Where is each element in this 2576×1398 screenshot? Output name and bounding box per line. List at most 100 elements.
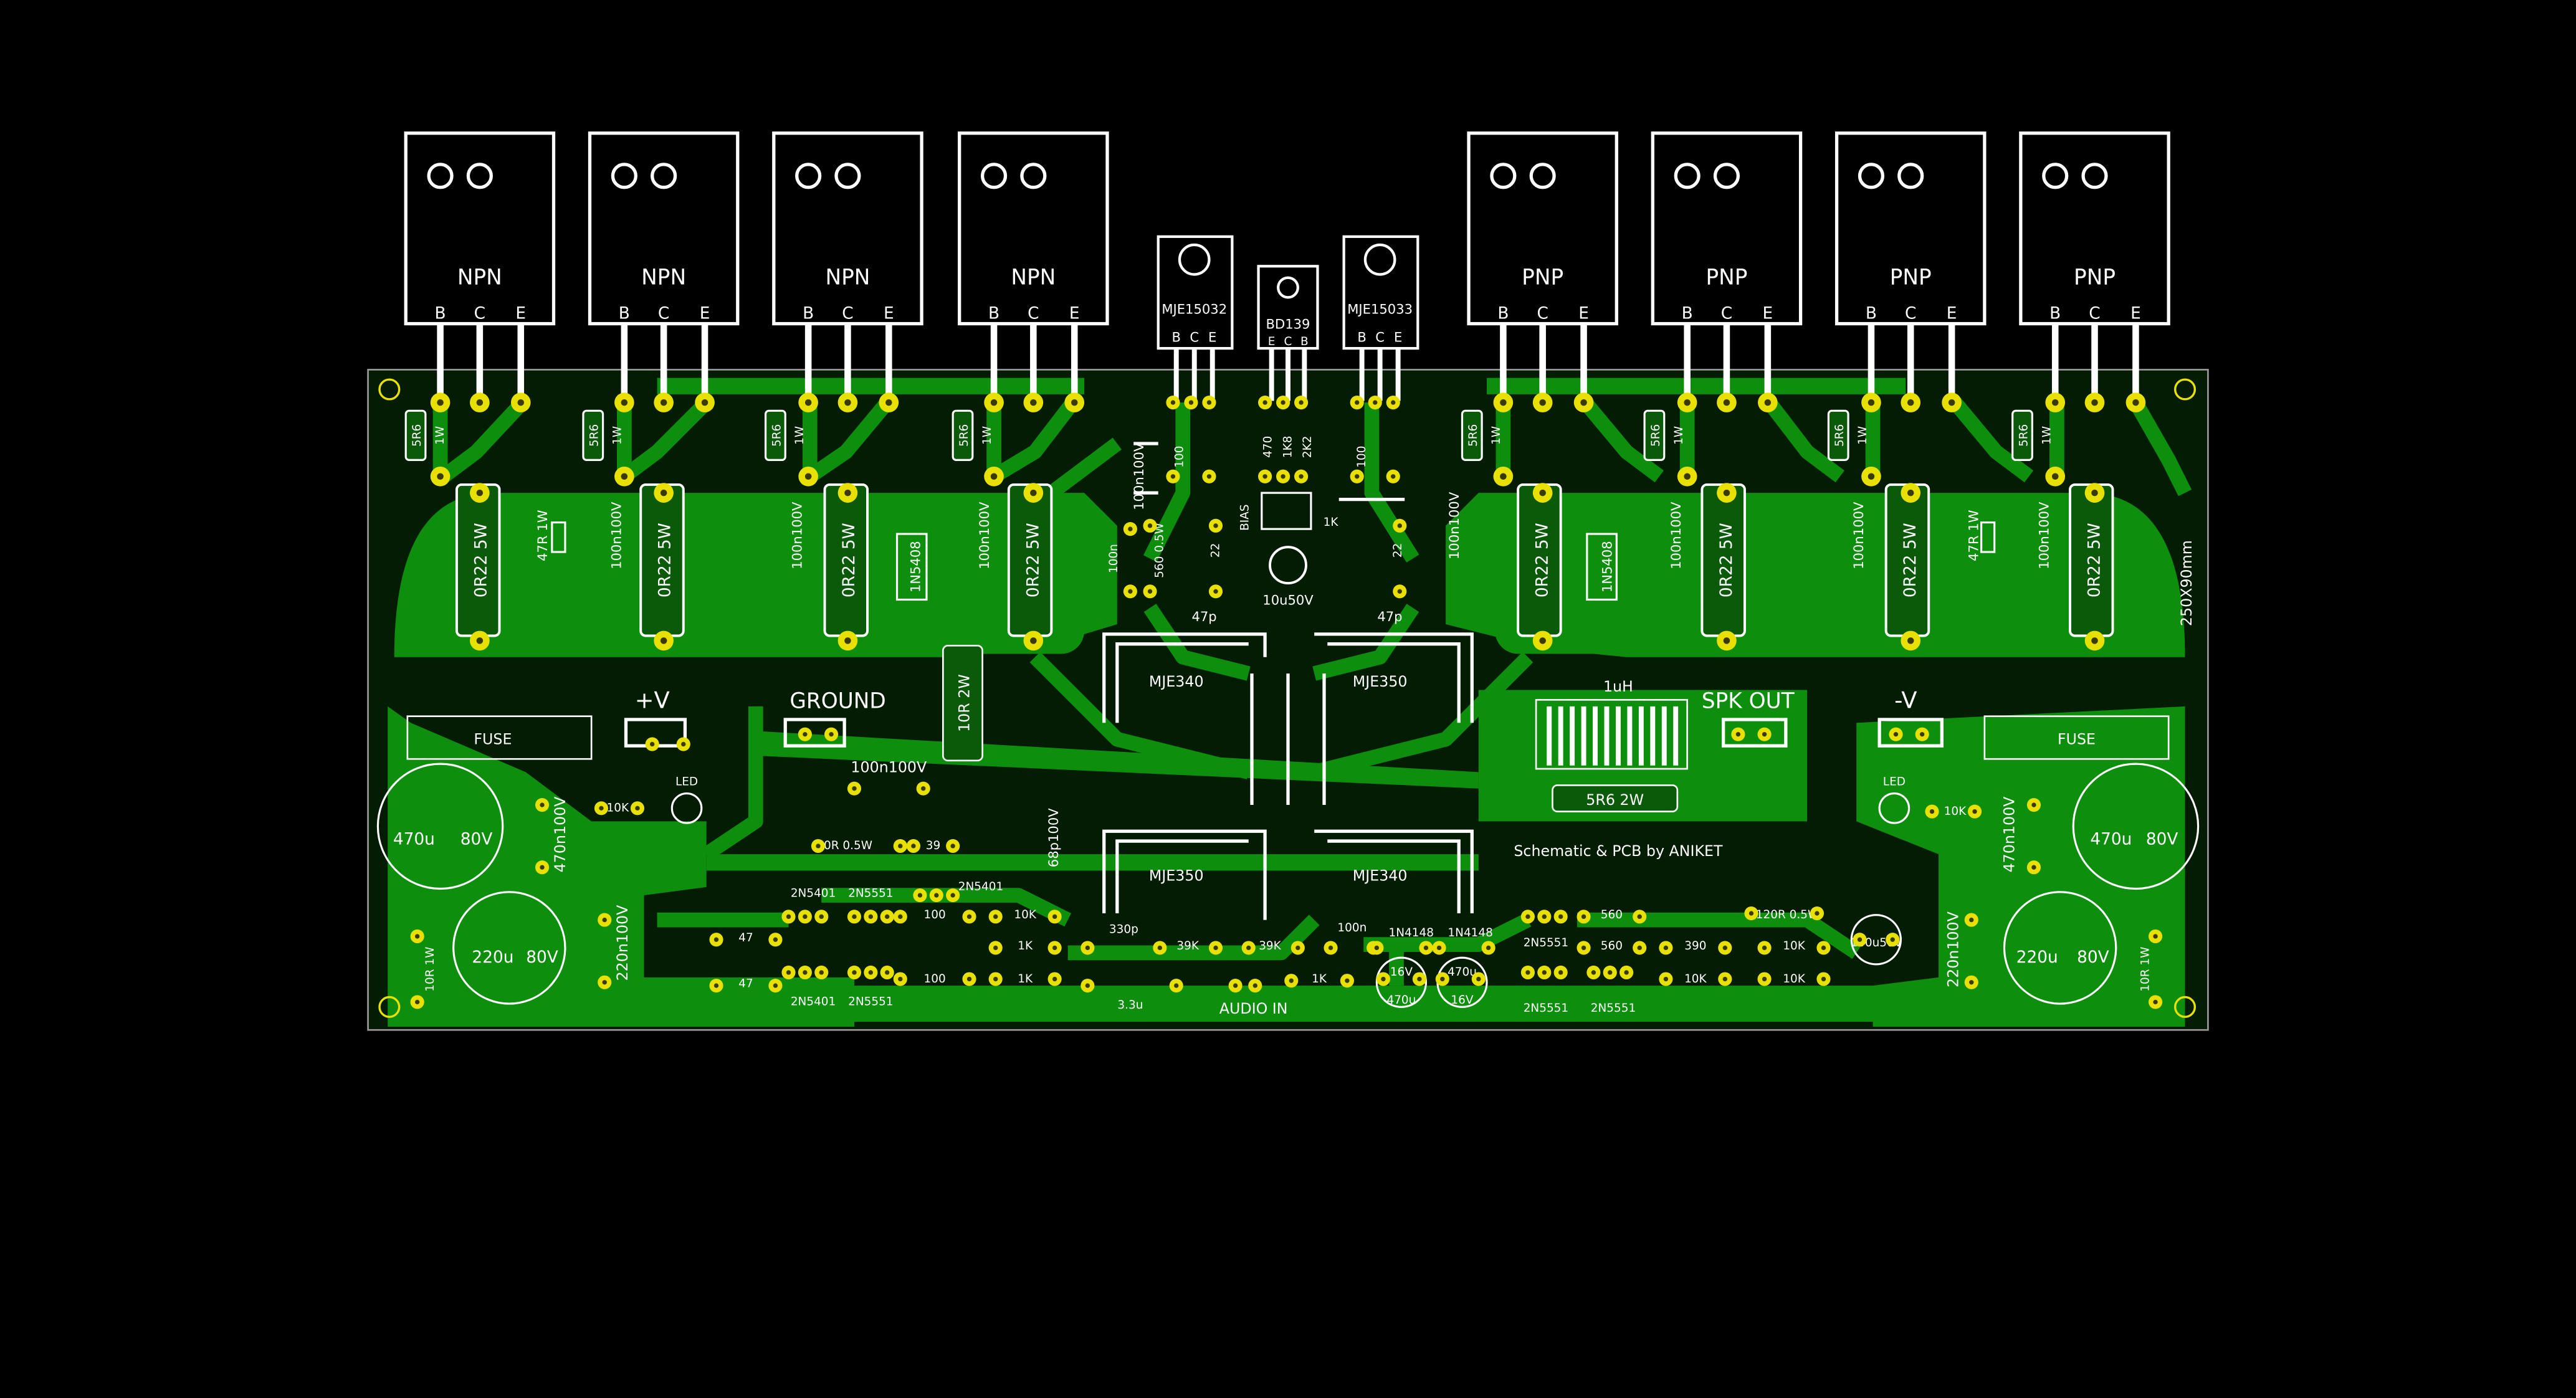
pos-v-connector[interactable]: +V xyxy=(635,687,670,714)
transistor-2n5401[interactable]: 2N5401 xyxy=(791,996,836,1009)
resistor-2k2[interactable]: 2K2 xyxy=(1301,436,1314,459)
resistor-10r[interactable]: 10R 0.5W xyxy=(816,839,872,852)
resistor-560[interactable]: 560 0.5W xyxy=(1153,523,1166,578)
base-resistor[interactable]: 5R6 1W xyxy=(582,409,624,461)
driver-transistor-mje15032[interactable]: MJE15032 B C E xyxy=(1157,235,1234,401)
transistor-2n5551[interactable]: 2N5551 xyxy=(1591,1002,1636,1015)
cap-470u-input[interactable] xyxy=(1375,956,1428,1008)
fuse-right[interactable]: FUSE xyxy=(2058,731,2096,748)
mje350-label[interactable]: MJE350 xyxy=(1353,673,1408,690)
npn-transistor[interactable]: NPN B C E xyxy=(772,131,923,403)
audio-input[interactable]: AUDIO IN xyxy=(1219,1000,1288,1017)
cap-68p[interactable]: 68p100V xyxy=(1046,808,1061,867)
base-resistor[interactable]: 5R6 1W xyxy=(1643,409,1686,461)
diode-1n5408[interactable]: 1N5408 xyxy=(1599,541,1615,592)
pnp-transistor[interactable]: PNP B C E xyxy=(1651,131,1803,403)
resistor-100[interactable]: 100 xyxy=(1173,446,1186,468)
led-right[interactable] xyxy=(1878,792,1911,824)
cap-47p[interactable]: 47p xyxy=(1191,609,1216,624)
cap-100n[interactable]: 100n xyxy=(1107,544,1120,573)
resistor-47r[interactable]: 47R 1W xyxy=(535,510,550,561)
cap-100n100v[interactable]: 100n100V xyxy=(1446,492,1462,559)
speaker-output-connector[interactable]: SPK OUT xyxy=(1702,689,1795,714)
base-resistor[interactable]: 5R6 1W xyxy=(952,409,994,461)
emitter-resistor[interactable]: 0R22 5W xyxy=(1884,483,1930,637)
resistor-22[interactable]: 22 xyxy=(1391,543,1405,558)
base-resistor[interactable]: 5R6 1W xyxy=(2011,409,2054,461)
diode-1n5408[interactable]: 1N5408 xyxy=(907,541,923,592)
resistor-1k[interactable]: 1K xyxy=(1018,972,1033,986)
pnp-transistor[interactable]: PNP B C E xyxy=(1467,131,1618,403)
base-resistor[interactable]: 5R6 1W xyxy=(765,409,807,461)
npn-transistor[interactable]: NPN B C E xyxy=(404,131,556,403)
cap-100n100v[interactable]: 100n100V xyxy=(851,758,927,776)
diode-1n4148[interactable]: 1N4148 xyxy=(1448,926,1492,939)
cap-220u-left[interactable] xyxy=(452,891,566,1005)
fuse-left[interactable]: FUSE xyxy=(474,731,512,748)
resistor-560[interactable]: 560 xyxy=(1601,939,1623,953)
cap-100n100v[interactable]: 100n100V xyxy=(2036,502,2052,569)
emitter-resistor[interactable]: 0R22 5W xyxy=(2068,483,2114,637)
pnp-transistor[interactable]: PNP B C E xyxy=(2019,131,2170,403)
led-left[interactable] xyxy=(670,792,703,824)
base-resistor[interactable]: 5R6 1W xyxy=(1461,409,1503,461)
bias-transistor-bd139[interactable]: BD139 E C B xyxy=(1257,265,1319,401)
cap-100n100v[interactable]: 100n100V xyxy=(976,502,992,569)
mje340-label[interactable]: MJE340 xyxy=(1353,867,1408,884)
resistor-10k[interactable]: 10K xyxy=(1783,972,1805,986)
resistor-10k[interactable]: 10K xyxy=(1684,972,1707,986)
cap-330p[interactable]: 330p xyxy=(1109,923,1138,936)
ground-connector[interactable]: GROUND xyxy=(789,689,885,714)
resistor-39[interactable]: 39 xyxy=(926,839,940,852)
resistor-10r-2w[interactable]: 10R 2W xyxy=(942,644,983,762)
resistor-1k[interactable]: 1K xyxy=(1312,972,1327,986)
cap-100u50v[interactable] xyxy=(1850,914,1902,966)
resistor-47[interactable]: 47 xyxy=(738,931,753,944)
output-inductor[interactable]: 1uH xyxy=(1535,678,1688,770)
resistor-47[interactable]: 47 xyxy=(738,977,753,991)
emitter-resistor[interactable]: 0R22 5W xyxy=(1007,483,1053,637)
resistor-10k[interactable]: 10K xyxy=(1014,908,1036,921)
resistor-1k[interactable]: 1K xyxy=(1018,939,1033,953)
base-resistor[interactable]: 5R6 1W xyxy=(1827,409,1869,461)
emitter-resistor[interactable]: 0R22 5W xyxy=(1517,483,1562,637)
cap-470u-right[interactable] xyxy=(2072,763,2200,890)
cap-100n100v[interactable]: 100n100V xyxy=(789,502,805,569)
pnp-transistor[interactable]: PNP B C E xyxy=(1834,131,1987,403)
emitter-resistor[interactable]: 0R22 5W xyxy=(823,483,869,637)
resistor-47r[interactable]: 47R 1W xyxy=(1965,510,1981,561)
resistor-39k[interactable]: 39K xyxy=(1176,939,1199,953)
resistor-1k8[interactable]: 1K8 xyxy=(1281,436,1294,459)
diode-1n4148[interactable]: 1N4148 xyxy=(1389,926,1434,939)
cap-100n100v[interactable]: 100n100V xyxy=(1131,442,1147,510)
resistor-100[interactable]: 100 xyxy=(924,908,946,921)
cap-100n[interactable]: 100n xyxy=(1337,921,1367,934)
mje350-label[interactable]: MJE350 xyxy=(1149,867,1204,884)
cap-47p[interactable]: 47p xyxy=(1377,609,1402,624)
base-resistor[interactable]: 5R6 1W xyxy=(404,409,447,461)
emitter-resistor[interactable]: 0R22 5W xyxy=(1701,483,1746,637)
cap-100n100v[interactable]: 100n100V xyxy=(1668,502,1684,569)
npn-transistor[interactable]: NPN B C E xyxy=(588,131,740,403)
resistor-39k[interactable]: 39K xyxy=(1259,939,1281,953)
cap-100n100v[interactable]: 100n100V xyxy=(1851,502,1866,569)
resistor-100[interactable]: 100 xyxy=(924,972,946,986)
cap-220u-right[interactable] xyxy=(2003,891,2117,1005)
cap-10u50v[interactable]: 10u50V xyxy=(1262,592,1314,607)
cap-100n100v[interactable]: 100n100V xyxy=(609,502,624,569)
bias-label[interactable]: BIAS xyxy=(1239,504,1252,530)
transistor-2n5551[interactable]: 2N5551 xyxy=(848,887,893,900)
transistor-2n5551[interactable]: 2N5551 xyxy=(1524,1002,1568,1015)
mje340-label[interactable]: MJE340 xyxy=(1149,673,1204,690)
resistor-100[interactable]: 100 xyxy=(1355,446,1368,468)
npn-transistor[interactable]: NPN B C E xyxy=(958,131,1109,403)
resistor-10k[interactable]: 10K xyxy=(1783,939,1805,953)
transistor-2n5551[interactable]: 2N5551 xyxy=(848,996,893,1009)
transistor-2n5401[interactable]: 2N5401 xyxy=(791,887,836,900)
resistor-22[interactable]: 22 xyxy=(1209,543,1222,558)
resistor-120r[interactable]: 120R 0.5W xyxy=(1756,908,1819,921)
resistor-1k[interactable]: 1K xyxy=(1324,516,1339,529)
resistor-470[interactable]: 470 xyxy=(1262,436,1275,458)
cap-470u-left[interactable] xyxy=(376,763,504,890)
neg-v-connector[interactable]: -V xyxy=(1894,687,1917,714)
